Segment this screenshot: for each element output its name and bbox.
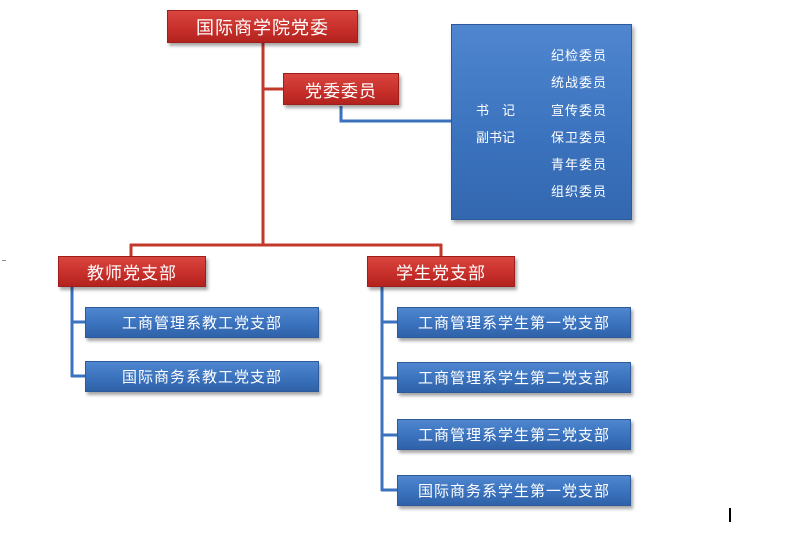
teacher-sub-node: 工商管理系教工党支部 — [85, 307, 319, 338]
committee-label: 党委委员 — [305, 81, 377, 102]
teacher-sub-node: 国际商务系教工党支部 — [85, 361, 319, 392]
teacher-sub-label: 工商管理系教工党支部 — [121, 314, 282, 332]
edge-tick-mark — [2, 260, 6, 261]
member-item: 青年委员 — [550, 158, 607, 173]
member-item: 组织委员 — [550, 185, 607, 200]
student-branch-label: 学生党支部 — [396, 264, 486, 284]
student-sub-label: 工商管理系学生第一党支部 — [417, 314, 610, 332]
text-cursor — [729, 508, 731, 522]
root-label: 国际商学院党委 — [196, 17, 329, 39]
teacher-sub-label: 国际商务系教工党支部 — [121, 368, 282, 386]
member-item: 统战委员 — [550, 76, 607, 91]
student-sub-node: 工商管理系学生第一党支部 — [397, 307, 631, 338]
role-deputy-secretary: 副书记 — [476, 131, 516, 146]
student-sub-node: 工商管理系学生第二党支部 — [397, 362, 631, 393]
student-sub-label: 工商管理系学生第三党支部 — [417, 426, 610, 444]
teacher-branch-node: 教师党支部 — [58, 256, 206, 287]
teacher-branch-label: 教师党支部 — [87, 264, 177, 284]
member-item: 保卫委员 — [550, 131, 607, 146]
member-item: 纪检委员 — [550, 49, 607, 64]
student-sub-node: 国际商务系学生第一党支部 — [397, 475, 631, 506]
student-sub-node: 工商管理系学生第三党支部 — [397, 419, 631, 450]
committee-node: 党委委员 — [283, 73, 399, 105]
committee-members-panel: 纪检委员 统战委员 书 记 宣传委员 副书记 保卫委员 青年委员 组织委员 — [451, 24, 632, 220]
role-secretary: 书 记 — [476, 104, 516, 119]
root-node: 国际商学院党委 — [167, 10, 358, 43]
student-branch-node: 学生党支部 — [367, 256, 515, 287]
committee-to-members-line — [339, 106, 451, 123]
student-sub-label: 工商管理系学生第二党支部 — [417, 369, 610, 387]
student-sub-label: 国际商务系学生第一党支部 — [417, 482, 610, 500]
member-item: 宣传委员 — [550, 104, 607, 119]
